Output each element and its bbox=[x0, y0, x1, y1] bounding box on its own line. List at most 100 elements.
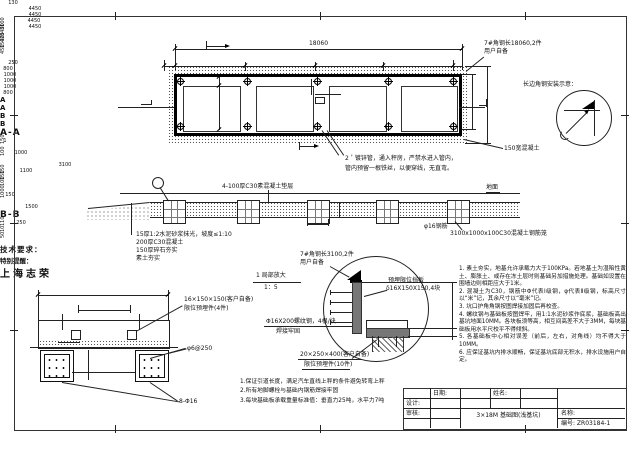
ext-line bbox=[245, 62, 246, 71]
ext-line bbox=[462, 44, 463, 70]
detail-anchor-note-line1: Φ16X200螺纹钢，4根/块 bbox=[266, 318, 336, 325]
ext-line bbox=[328, 219, 329, 226]
dim-line bbox=[58, 342, 80, 343]
ext-line bbox=[462, 74, 476, 75]
ext-line bbox=[38, 290, 39, 320]
plan-pit-opening bbox=[401, 86, 458, 132]
dim-label: 1100 bbox=[19, 168, 33, 174]
dim-line bbox=[311, 79, 312, 95]
dim-line bbox=[62, 314, 63, 330]
detail-balloon-number: 1 bbox=[3, 138, 7, 144]
section-marker-b-bottom: B bbox=[0, 120, 6, 128]
anchor-bolt-icon bbox=[176, 122, 185, 131]
corner-detail-circle bbox=[556, 90, 612, 146]
detail-scale: 1：5 bbox=[264, 284, 278, 291]
aa-rebar-cage bbox=[237, 200, 260, 224]
bb-slab-concrete bbox=[39, 340, 167, 346]
bb-embed-plate bbox=[71, 330, 81, 340]
ext-line bbox=[362, 282, 457, 283]
plan-pit-opening bbox=[183, 86, 241, 132]
rebar-note: φ16钢筋 bbox=[424, 223, 448, 230]
ext-line bbox=[465, 143, 491, 144]
ext-line bbox=[315, 62, 316, 71]
cushion-note: 4-100厚C30素混凝土垫层 bbox=[222, 183, 294, 190]
angle-edge-line bbox=[594, 100, 595, 136]
titleblock-grid bbox=[430, 388, 431, 428]
border-tick bbox=[320, 425, 321, 433]
section-aa-title: A-A bbox=[0, 128, 21, 138]
border-tick bbox=[10, 115, 18, 116]
ground-line bbox=[30, 347, 178, 348]
ground-label: 地面 bbox=[486, 184, 499, 191]
dim-line bbox=[175, 49, 462, 50]
slab-top-line bbox=[150, 202, 520, 203]
rebar-hook bbox=[330, 290, 331, 295]
special-note-title: 特别提醒： bbox=[0, 257, 33, 265]
marker-flag bbox=[151, 100, 152, 105]
anchor-bolt-line bbox=[396, 336, 397, 347]
dim-label: 1000 bbox=[0, 84, 20, 90]
detail-pier-hatch bbox=[372, 336, 404, 352]
titleblock-grid bbox=[520, 388, 521, 408]
dim-line bbox=[472, 74, 473, 130]
angle-steel-icon bbox=[347, 270, 361, 280]
titleblock-grid bbox=[557, 418, 625, 419]
corner-detail-title: 长边角钢安装示意： bbox=[523, 81, 578, 88]
title-underline bbox=[253, 282, 301, 283]
arrowhead-icon bbox=[225, 44, 230, 48]
rebar-line bbox=[330, 312, 352, 313]
border-tick bbox=[115, 425, 116, 433]
anchor-bolt-icon bbox=[313, 77, 322, 86]
dim-label: 250 bbox=[8, 60, 18, 66]
section-marker-a-left: A bbox=[0, 96, 6, 104]
dim-line bbox=[219, 77, 220, 130]
detail-baffle-note-line1: 预埋限位挡板 bbox=[388, 277, 425, 284]
ext-line bbox=[130, 305, 131, 313]
layer-note-4: 素土夯实 bbox=[136, 255, 161, 262]
bb-pier bbox=[40, 350, 74, 382]
ground-line bbox=[120, 193, 520, 194]
plan-pit-opening bbox=[329, 86, 387, 132]
anchor-bolt-icon bbox=[243, 77, 252, 86]
titleblock-grid bbox=[460, 388, 461, 428]
slab-bottom-line bbox=[150, 217, 520, 218]
detail-angle-note-line2: 用户自备 bbox=[300, 259, 325, 266]
dim-line bbox=[339, 203, 340, 218]
dim-label: 4450 bbox=[28, 12, 42, 18]
special-item-2: 2.所有地脚螺栓与基础内钢筋焊接牢固 bbox=[240, 388, 339, 395]
dim-line bbox=[78, 310, 130, 311]
rebar-hook bbox=[330, 300, 331, 305]
arrowhead-icon bbox=[314, 144, 319, 148]
anchor-bolt-icon bbox=[176, 77, 185, 86]
bb-pier-rebar bbox=[44, 354, 70, 378]
section-bb-title: B-B bbox=[0, 210, 21, 220]
special-note-list: 1.保证引道长度，满足汽车直线上秤的条件避免转弯上秤 2.所有地脚螺栓与基础内钢… bbox=[240, 378, 385, 406]
rebar-line bbox=[330, 302, 352, 303]
dim-line bbox=[38, 295, 168, 296]
dim-line bbox=[452, 282, 453, 340]
border-tick bbox=[525, 12, 526, 20]
special-item-3: 3.每块基础板承载重量标准值：垂直力25吨，水平力7吨 bbox=[240, 397, 385, 404]
border-tick bbox=[621, 223, 629, 224]
audit-label: 审核: bbox=[406, 410, 421, 417]
layer-note-3: 150厚碎石夯实 bbox=[136, 247, 178, 254]
tech-requirements-title: 技术要求： bbox=[0, 245, 43, 254]
leader-underline bbox=[264, 326, 352, 327]
dim-label: 4450 bbox=[28, 24, 42, 30]
dim-label: 1000 bbox=[0, 72, 20, 78]
aa-rebar-cage bbox=[163, 200, 186, 224]
tech-item-3: 3. 坑口护角角钢按图焊接加固后再校查。 bbox=[459, 303, 563, 310]
detail-plate-edge bbox=[352, 282, 362, 334]
border-tick bbox=[621, 330, 629, 331]
marker-flag bbox=[141, 104, 152, 105]
layer-note-1: 15厚1:2水泥砂浆抹光，坡度≤1:10 bbox=[136, 231, 232, 238]
anchor-bolt-icon bbox=[243, 122, 252, 131]
arrow-tail-hook bbox=[560, 130, 570, 140]
tech-item-4: 4. 螺纹钢与基础板按图焊牢，用1:1水泥砂浆作底浆，基础板高出基坑地面10MM… bbox=[459, 311, 626, 333]
dim-label-total: 18060 bbox=[308, 40, 329, 47]
border-tick bbox=[320, 12, 321, 20]
anchor-bolt-icon bbox=[384, 77, 393, 86]
bb-plate-note-line1: 16×150×150(客户自备) bbox=[184, 296, 254, 303]
anchor-bolt-icon bbox=[449, 122, 458, 131]
